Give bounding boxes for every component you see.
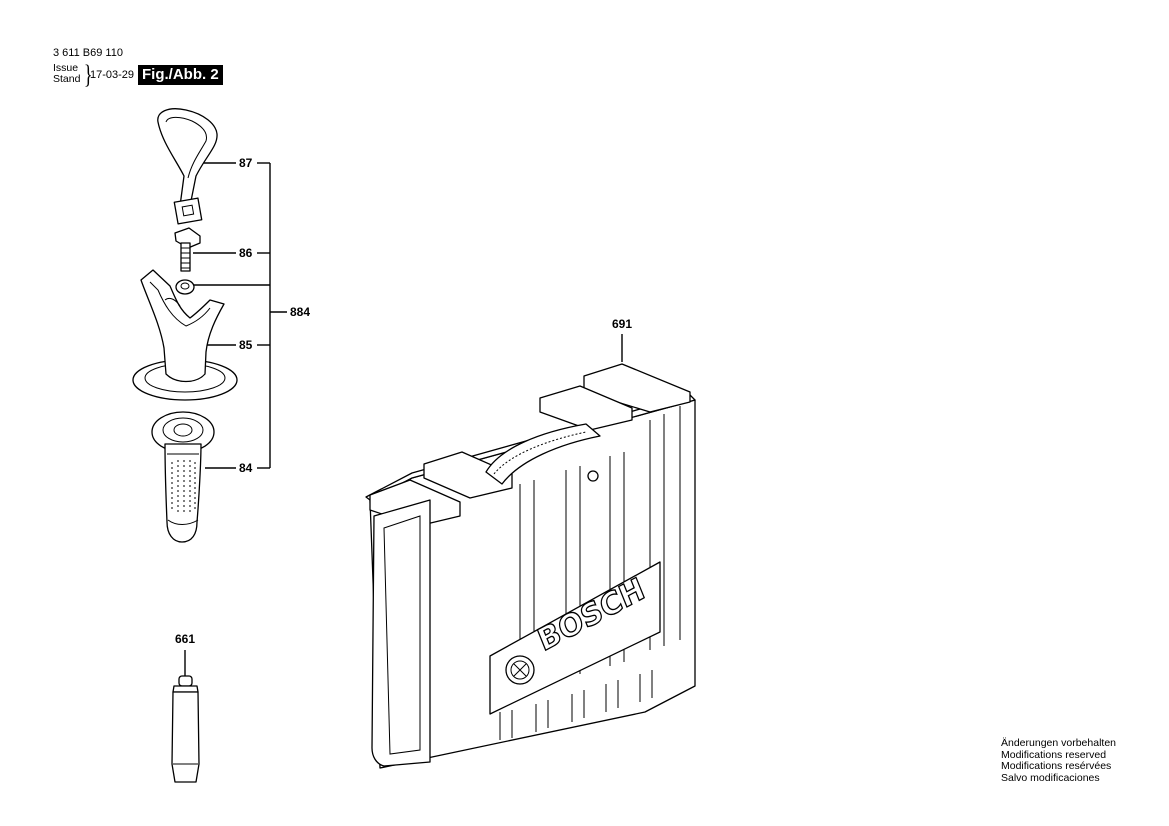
- part-label-85: 85: [239, 338, 253, 352]
- figure-badge: Fig./Abb. 2: [138, 65, 223, 85]
- note-es: Salvo modificaciones: [1001, 771, 1100, 784]
- carrying-case-part: [365, 363, 696, 769]
- bolt-part: [174, 227, 201, 272]
- issue-label: Issue: [53, 62, 79, 74]
- brace-glyph: }: [83, 60, 93, 89]
- note-de: Änderungen vorbehalten: [1001, 737, 1117, 749]
- grip-holder-part: [132, 269, 238, 401]
- note-fr: Modifications resérvées: [1001, 760, 1112, 772]
- part-label-691: 691: [612, 317, 633, 331]
- part-label-884: 884: [290, 305, 311, 319]
- part-label-661: 661: [175, 632, 196, 646]
- part-label-86: 86: [239, 246, 253, 260]
- issue-date: 17-03-29: [90, 69, 135, 81]
- note-en: Modifications reserved: [1001, 748, 1107, 761]
- stand-label: Stand: [53, 73, 81, 85]
- leader-lines: [184, 162, 623, 676]
- handle-part: [151, 411, 215, 543]
- modification-notes: Änderungen vorbehalten Modifications res…: [1001, 737, 1117, 784]
- grip-texture: [171, 460, 196, 514]
- nut-part: [175, 279, 195, 295]
- issue-block: Issue Stand } 17-03-29 Fig./Abb. 2: [53, 60, 253, 89]
- strap-part: [157, 108, 218, 225]
- part-label-87: 87: [239, 156, 253, 170]
- grease-tube-part: [171, 675, 200, 783]
- document-number: 3 611 B69 110: [53, 47, 123, 59]
- part-label-84: 84: [239, 461, 253, 475]
- issue-stand-labels: Issue Stand: [53, 63, 80, 85]
